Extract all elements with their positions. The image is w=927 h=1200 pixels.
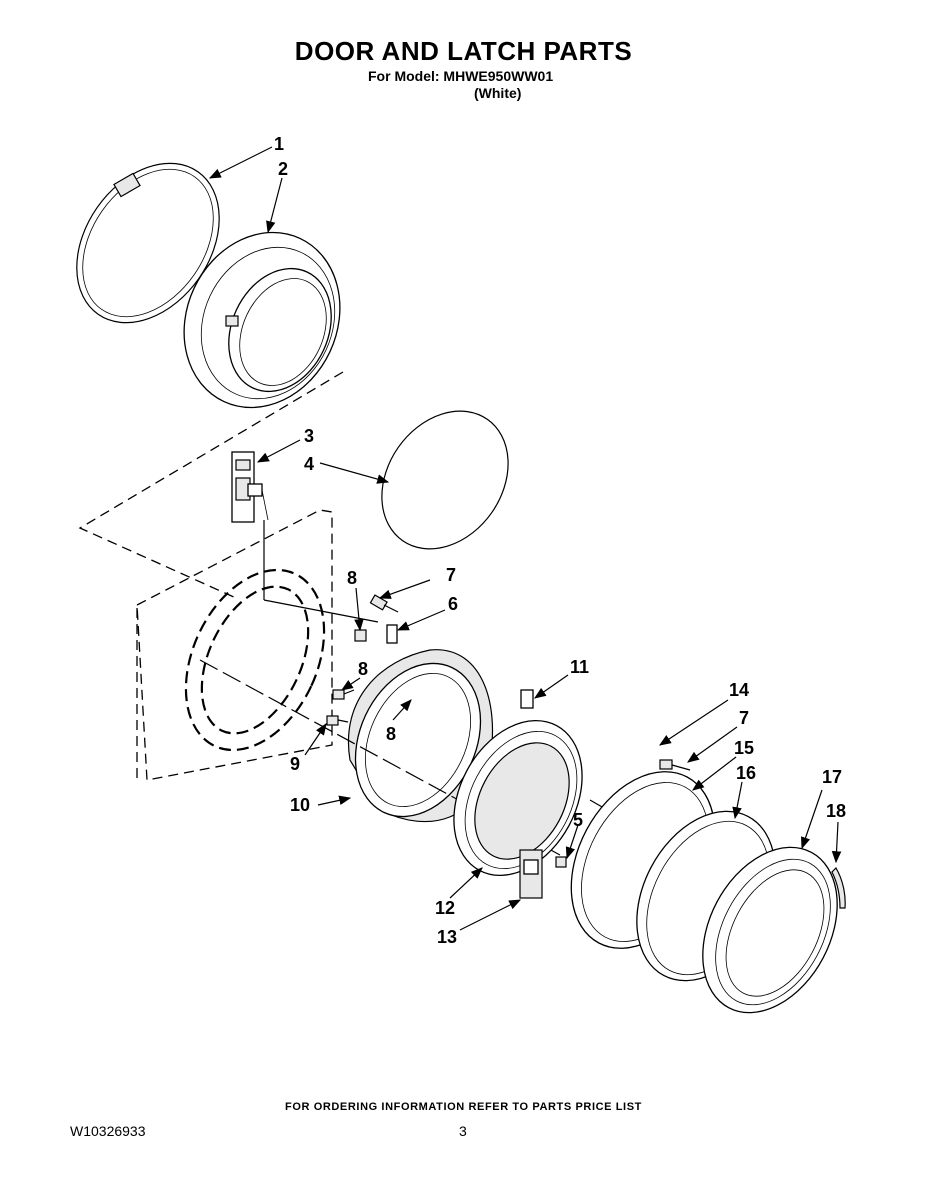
callout-16: 16: [736, 763, 756, 783]
part-10-inner-door: [347, 649, 494, 823]
callout-14: 14: [729, 680, 749, 700]
part-2-boot: [183, 231, 341, 409]
callout-1: 1: [274, 134, 284, 154]
callout-5: 5: [573, 810, 583, 830]
callout-13: 13: [437, 927, 457, 947]
model-line: For Model: MHWE950WW01: [368, 68, 554, 84]
callout-8-mid: 8: [358, 659, 368, 679]
screw-7-right: [659, 759, 691, 771]
leader-lines: [208, 146, 842, 931]
cabinet-front-outline: [78, 371, 344, 781]
screw-8-top: [354, 629, 367, 642]
callout-11: 11: [570, 657, 589, 677]
part-6-clip: [386, 624, 398, 644]
callout-18: 18: [826, 801, 846, 821]
part-4-window: [381, 410, 509, 550]
callout-8-top: 8: [347, 568, 357, 588]
color-line: (White): [474, 85, 522, 101]
screw-5: [555, 856, 567, 868]
ordering-note: FOR ORDERING INFORMATION REFER TO PARTS …: [285, 1101, 642, 1113]
document-number: W10326933: [70, 1123, 146, 1139]
part-13-hinge: [519, 849, 543, 899]
callout-7-top: 7: [446, 565, 456, 585]
part-12-door-glass: [453, 719, 583, 877]
callout-17: 17: [822, 767, 842, 787]
page-number: 3: [459, 1123, 467, 1139]
callout-15: 15: [734, 738, 754, 758]
screw-7-top: [369, 594, 399, 613]
screw-8-mid: [332, 689, 355, 700]
callout-10: 10: [290, 795, 310, 815]
callout-4: 4: [304, 454, 314, 474]
callout-8-inner: 8: [386, 724, 396, 744]
callout-3: 3: [304, 426, 314, 446]
screw-9: [326, 715, 349, 726]
page-title: DOOR AND LATCH PARTS: [294, 36, 633, 66]
part-3-door-lock: [231, 451, 379, 623]
part-17-outer-door: [702, 846, 838, 1014]
part-11-clip: [520, 689, 534, 709]
callout-6: 6: [448, 594, 458, 614]
callout-9: 9: [290, 754, 300, 774]
callout-2: 2: [278, 159, 288, 179]
callout-7-right: 7: [739, 708, 749, 728]
callout-12: 12: [435, 898, 455, 918]
part-18-badge: [831, 867, 846, 909]
